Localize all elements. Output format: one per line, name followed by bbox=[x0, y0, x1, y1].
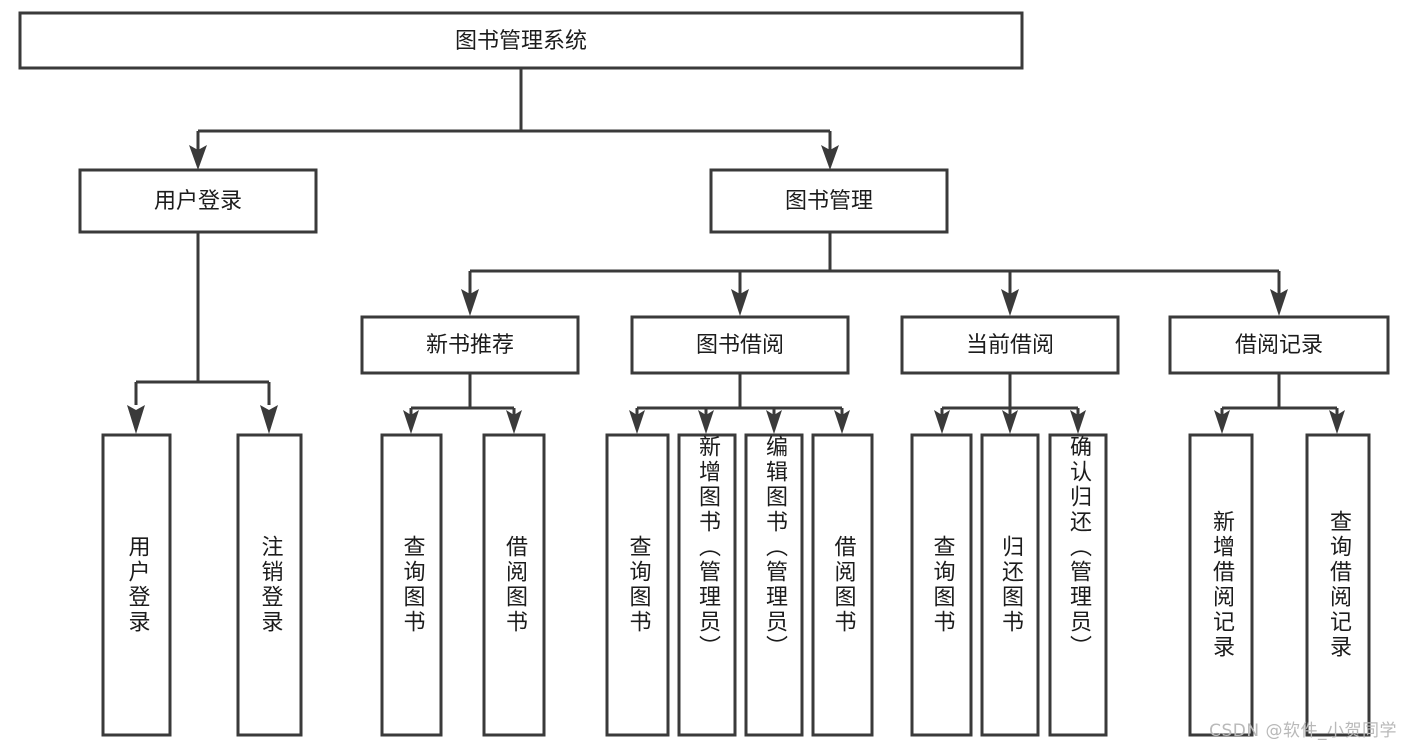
connector-currentborrow-to-leaves bbox=[934, 373, 1086, 434]
connector-borrowrecord-to-leaves bbox=[1214, 373, 1345, 434]
connector-newbook-to-leaves bbox=[403, 373, 522, 434]
node-current-borrow-label: 当前借阅 bbox=[966, 333, 1054, 358]
leaf-rect[interactable] bbox=[1305, 433, 1371, 737]
node-new-book-recommend-label: 新书推荐 bbox=[426, 333, 514, 358]
leaf-rect[interactable] bbox=[1048, 433, 1108, 737]
node-borrow-record[interactable]: 借阅记录 bbox=[1168, 315, 1390, 375]
node-book-borrow[interactable]: 图书借阅 bbox=[630, 315, 850, 375]
leaf-rect[interactable] bbox=[380, 433, 443, 737]
node-root-label: 图书管理系统 bbox=[455, 29, 587, 54]
leaf-rect[interactable] bbox=[482, 433, 546, 737]
connector-bookmanage-to-level3 bbox=[461, 232, 1288, 316]
node-root[interactable]: 图书管理系统 bbox=[18, 11, 1024, 70]
node-user-login-label: 用户登录 bbox=[154, 189, 242, 214]
connector-userlogin-to-leaves bbox=[127, 232, 278, 434]
leaf-rect[interactable] bbox=[236, 433, 303, 737]
node-current-borrow[interactable]: 当前借阅 bbox=[900, 315, 1120, 375]
csdn-watermark: CSDN @软件_小贺同学 bbox=[1209, 721, 1397, 741]
node-book-manage-label: 图书管理 bbox=[785, 189, 873, 214]
leaf-rect[interactable] bbox=[605, 433, 670, 737]
leaf-rect[interactable] bbox=[811, 433, 874, 737]
node-user-login[interactable]: 用户登录 bbox=[78, 168, 318, 234]
node-borrow-record-label: 借阅记录 bbox=[1235, 333, 1323, 358]
leaf-rect[interactable] bbox=[1188, 433, 1254, 737]
node-book-manage[interactable]: 图书管理 bbox=[709, 168, 949, 234]
node-new-book-recommend[interactable]: 新书推荐 bbox=[360, 315, 580, 375]
leaf-rect[interactable] bbox=[980, 433, 1040, 737]
leaf-rect[interactable] bbox=[744, 433, 804, 737]
node-book-borrow-label: 图书借阅 bbox=[696, 333, 784, 358]
connector-bookborrow-to-leaves bbox=[629, 373, 850, 434]
connector-root-to-level2 bbox=[189, 68, 839, 170]
leaf-rect[interactable] bbox=[101, 433, 172, 737]
leaf-rect[interactable] bbox=[910, 433, 973, 737]
leaf-rects bbox=[101, 433, 1371, 737]
leaf-rect[interactable] bbox=[677, 433, 737, 737]
